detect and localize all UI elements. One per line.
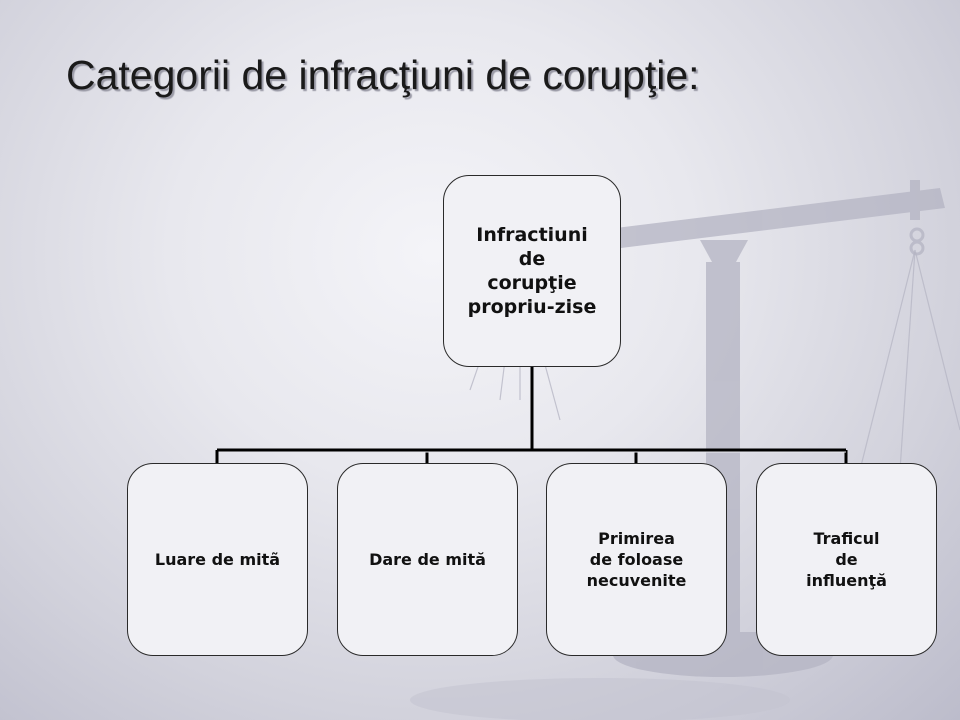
slide-title: Categorii de infracţiuni de corupţie: bbox=[66, 52, 700, 98]
diagram-node-primirea-de-foloase: Primirea de foloase necuvenite bbox=[546, 463, 727, 656]
node-label: Dare de mită bbox=[369, 550, 486, 569]
diagram-node-dare-de-mita: Dare de mită bbox=[337, 463, 518, 656]
node-label: Traficul de influenţă bbox=[806, 529, 887, 590]
diagram-node-luare-de-mita: Luare de mitã bbox=[127, 463, 308, 656]
node-label: Luare de mitã bbox=[154, 550, 281, 569]
root-node-label: Infractiuni de corupţie propriu-zise bbox=[467, 224, 597, 318]
node-label: Primirea de foloase necuvenite bbox=[586, 529, 687, 590]
diagram-root-node: Infractiuni de corupţie propriu-zise bbox=[443, 175, 621, 367]
diagram-node-traficul-de-influenta: Traficul de influenţă bbox=[756, 463, 937, 656]
